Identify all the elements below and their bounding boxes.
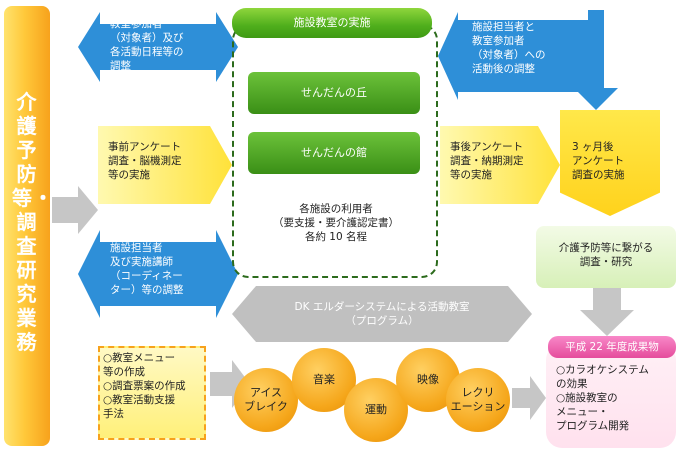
ball-icebreak: アイス ブレイク	[234, 368, 298, 432]
yellow-arrow-right-text: 事後アンケート 調査・納期測定 等の実施	[450, 141, 524, 181]
yellow-arrow-left-text: 事前アンケート 調査・脳機測定 等の実施	[108, 141, 182, 181]
menu-box-text: ○教室メニュー 等の作成 ○調査票案の作成 ○教室活動支援 手法	[103, 352, 186, 420]
results-box	[546, 344, 676, 448]
research-box	[536, 226, 676, 288]
blue-arrow-bend	[574, 10, 618, 110]
results-tag: 平成 22 年度成果物	[548, 336, 676, 358]
ball-recreation: レクリ エーション	[446, 368, 510, 432]
facility-users: 各施設の利用者 （要支援・要介護認定書） 各約 10 名程	[273, 203, 399, 243]
program-band-text: DK エルダーシステムによる活動教室 （プログラム）	[294, 301, 470, 327]
left-band	[4, 6, 50, 446]
program-band	[232, 286, 532, 342]
facility-yakata: せんだんの館	[248, 132, 420, 174]
blue-double-arrow-mid-left	[78, 230, 238, 318]
gray-arrow-right-bottom	[512, 376, 546, 420]
blue-box-mid-left-text: 施設担当者 及び実施講師 （コーディネー ター）等の調整	[110, 242, 184, 296]
yellow-arrow-left	[98, 126, 232, 204]
ball-video: 映像	[396, 348, 460, 412]
three-month-text: 3 ヶ月後 アンケート 調査の実施	[572, 141, 625, 181]
gray-arrow-left-mid	[52, 186, 98, 234]
research-text: 介護予防等に繋がる 調査・研究	[558, 242, 654, 268]
menu-box	[98, 346, 206, 440]
blue-double-arrow-top-right	[438, 12, 588, 100]
three-month-box	[560, 110, 660, 216]
blue-double-arrow-top-left	[78, 12, 238, 82]
blue-box-top-left-text: 教室参加者 （対象者）及び 各活動日程等の 調整	[110, 18, 184, 72]
yellow-arrow-right	[440, 126, 560, 204]
blue-box-top-right-text: 施設担当者と 教室参加者 （対象者）への 活動後の調整	[472, 21, 546, 75]
gray-arrow-down-right	[580, 288, 634, 336]
facility-title: 施設教室の実施	[232, 8, 432, 38]
facility-oka: せんだんの丘	[248, 72, 420, 114]
results-text: ○カラオケシステム の効果 ○施設教室の メニュー・ プログラム開発	[556, 364, 649, 432]
